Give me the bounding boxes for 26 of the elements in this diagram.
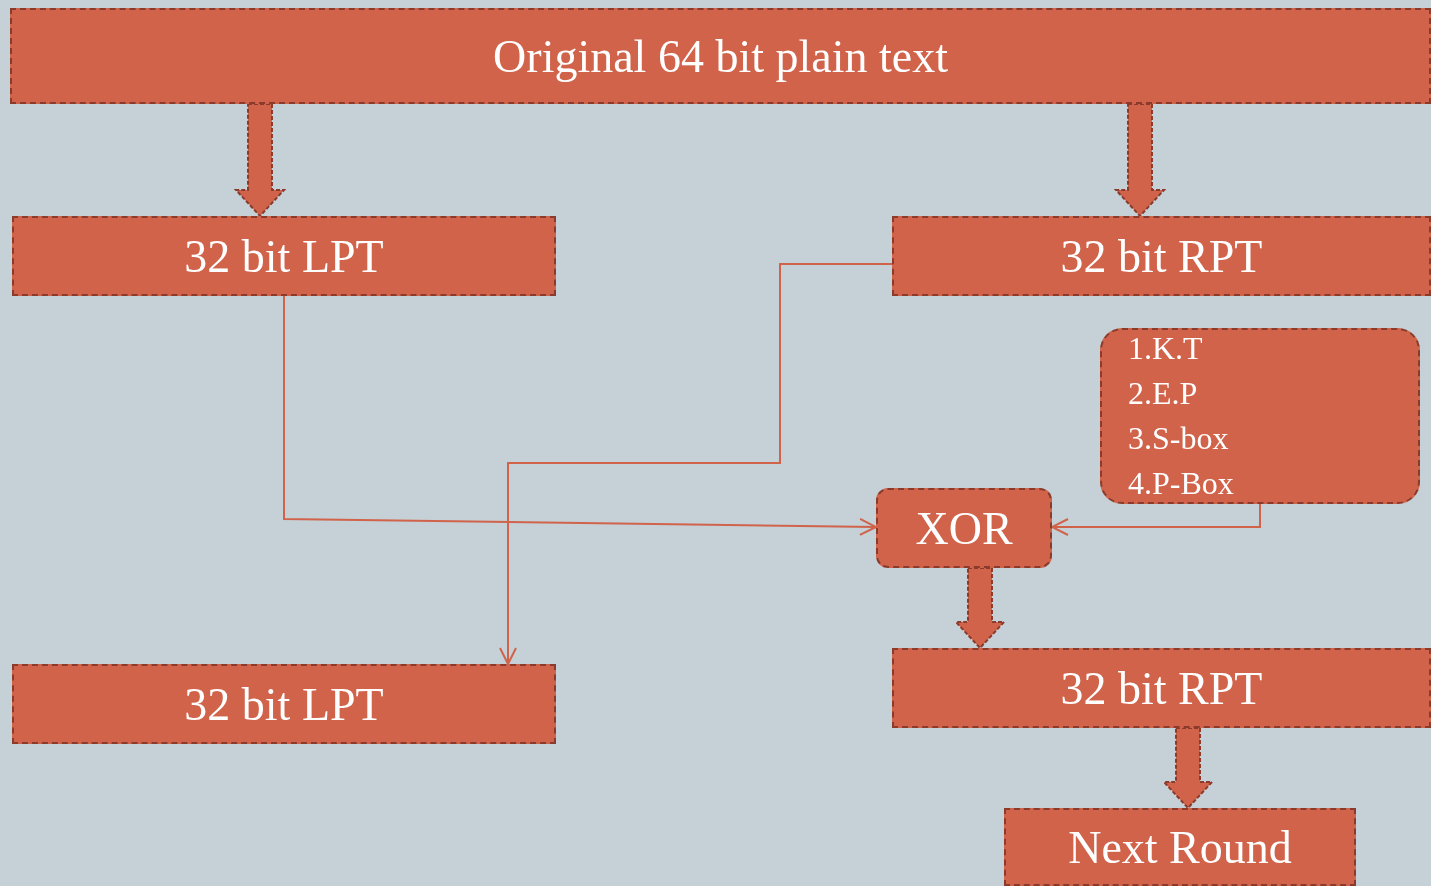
block-arrow <box>953 567 1007 650</box>
block-arrow <box>1161 727 1215 810</box>
process-box <box>892 216 1431 296</box>
list-item: 4.P-Box <box>1128 464 1234 503</box>
step-list-box <box>1100 328 1420 504</box>
block-arrow <box>233 103 287 218</box>
process-box <box>10 8 1431 104</box>
block-arrow <box>1113 103 1167 218</box>
list-item: 1.K.T <box>1128 329 1203 368</box>
process-box <box>892 648 1431 728</box>
node-label: Next Round <box>1068 820 1292 874</box>
node-label: 32 bit LPT <box>184 677 384 731</box>
node-label: XOR <box>915 501 1013 555</box>
process-box <box>12 664 556 744</box>
process-box <box>1004 808 1356 886</box>
arrow <box>283 295 877 536</box>
node-label: Original 64 bit plain text <box>493 29 948 83</box>
node-label: 32 bit RPT <box>1060 229 1263 283</box>
operation-box <box>876 488 1052 568</box>
list-item: 2.E.P <box>1128 374 1198 413</box>
arrow <box>1051 503 1261 536</box>
arrow <box>499 263 893 665</box>
node-label: 32 bit LPT <box>184 229 384 283</box>
process-box <box>12 216 556 296</box>
node-label: 32 bit RPT <box>1060 661 1263 715</box>
list-item: 3.S-box <box>1128 419 1229 458</box>
